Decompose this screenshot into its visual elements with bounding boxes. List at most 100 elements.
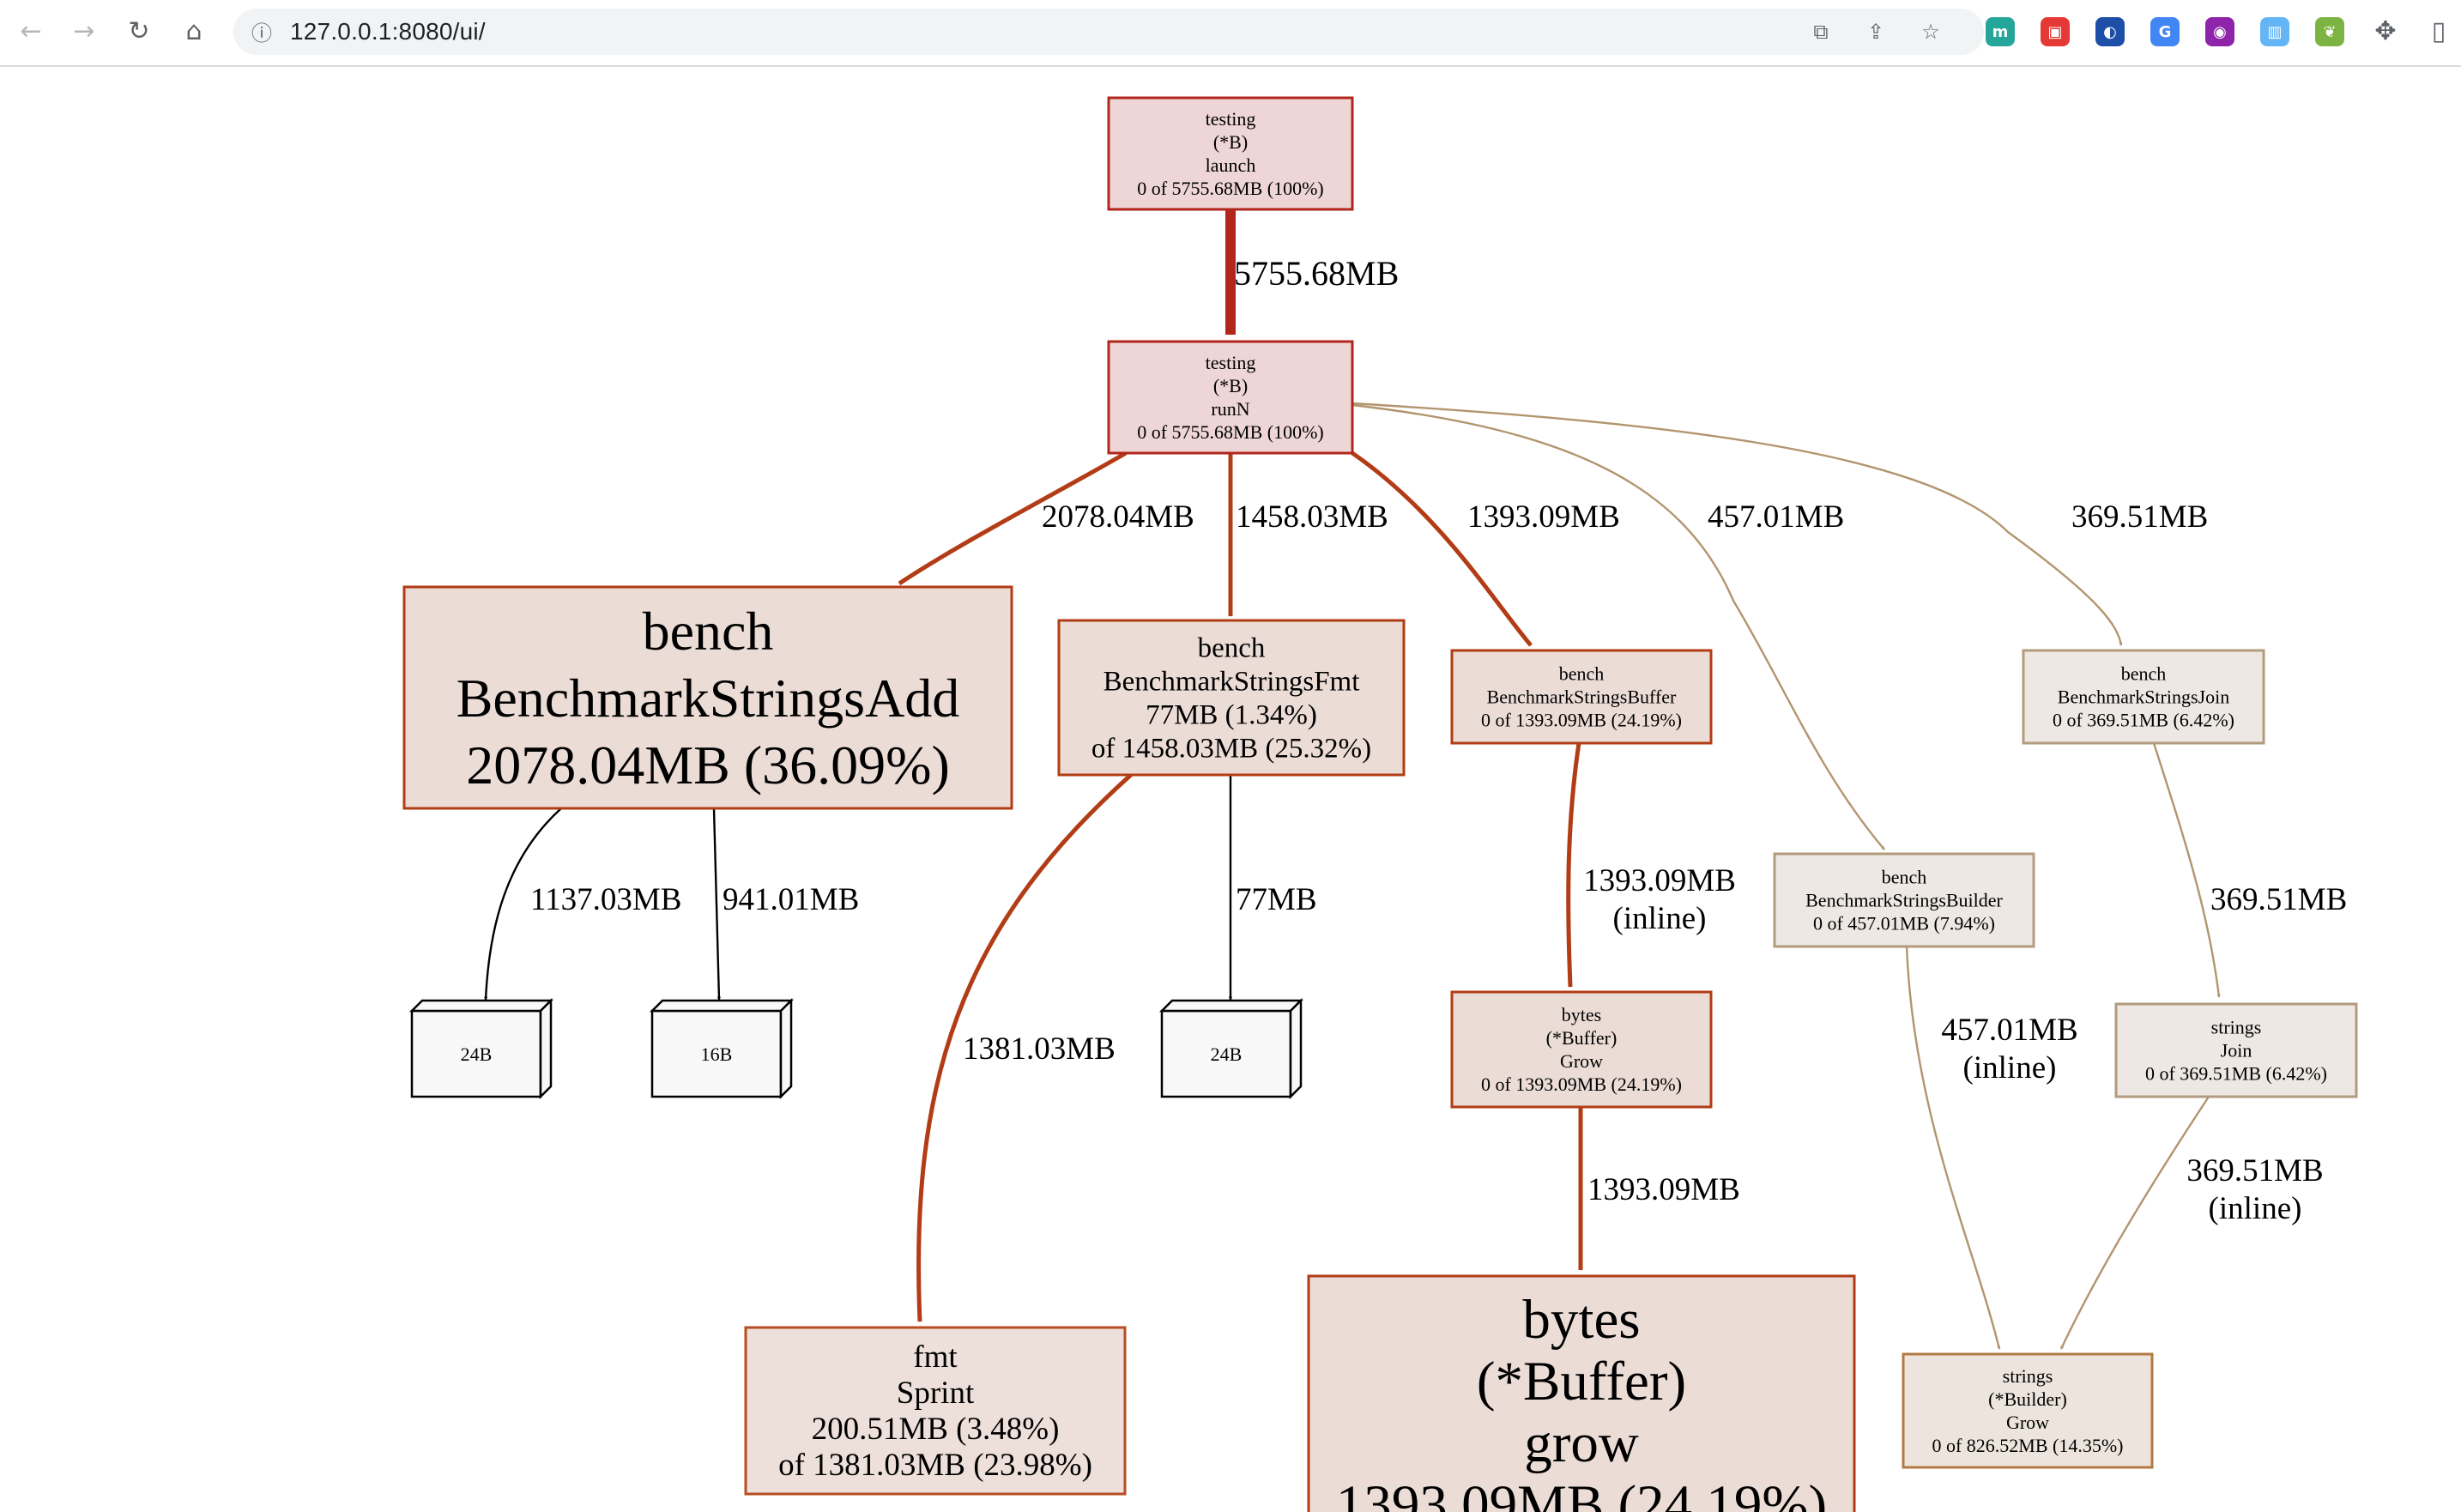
edge-fmt_24[interactable]: 77MB (1228, 775, 1317, 1001)
extension-leaf-icon[interactable]: ❦ (2315, 17, 2344, 46)
node-fn: Sprint (897, 1376, 975, 1411)
node-value: 0 of 1393.09MB (24.19%) (1481, 1074, 1682, 1095)
node-box (2114, 1002, 2358, 1098)
home-button[interactable]: ⌂ (175, 12, 213, 50)
node-fn: grow (1524, 1412, 1639, 1474)
extension-color-icon[interactable]: ◉ (2205, 17, 2234, 46)
side-panel-button[interactable]: ▯ (2420, 12, 2458, 50)
node-box (2022, 649, 2265, 745)
box-side (1289, 997, 1303, 1100)
edge-line (712, 807, 722, 1001)
box-label: 16B (701, 1043, 733, 1065)
edge-fmt_sprint[interactable]: 1381.03MB (916, 773, 1133, 1322)
node-value: 0 of 1393.09MB (24.19%) (1481, 710, 1682, 731)
edge-label: 457.01MB (1941, 1013, 2077, 1048)
node-pkg: bytes (1562, 1004, 1601, 1025)
edge-label: 1393.09MB (1583, 863, 1736, 898)
node-box (1902, 1352, 2154, 1469)
star-icon[interactable]: ☆ (1921, 20, 1940, 44)
edge-runN_fmt[interactable]: 1458.03MB (1228, 453, 1388, 617)
node-pkg: testing (1206, 108, 1256, 130)
edge-runN_add[interactable]: 2078.04MB (898, 451, 1194, 586)
edge-label: 1393.09MB (1587, 1172, 1740, 1207)
leaf-box-b16[interactable]: 16B (649, 997, 795, 1100)
extension-translate-icon[interactable]: G (2150, 17, 2180, 46)
box-top (408, 999, 554, 1013)
extension-m-icon[interactable]: m (1986, 17, 2015, 46)
edge-runN_join[interactable]: 369.51MB (1351, 402, 2208, 646)
leaf-box-b24b[interactable]: 24B (1158, 997, 1304, 1100)
edge-buffer_grow[interactable]: 1393.09MB(inline) (1566, 742, 1736, 988)
url-text[interactable]: 127.0.0.1:8080/ui/ (290, 18, 486, 45)
box-top (649, 999, 795, 1013)
edge-runN_builder[interactable]: 457.01MB (1351, 403, 1885, 850)
node-pkg: strings (2211, 1017, 2262, 1038)
node-value: 0 of 457.01MB (7.94%) (1813, 913, 1995, 934)
node-fn: BenchmarkStringsAdd (457, 668, 960, 729)
edge-join_sjoin[interactable]: 369.51MB (2152, 742, 2347, 998)
box-front (1160, 1009, 1292, 1098)
edge-sjoin_sbgrow[interactable]: 369.51MB(inline) (2059, 1096, 2324, 1350)
edge-grow_lc[interactable]: 1393.09MB (1578, 1107, 1740, 1271)
share-icon[interactable]: ⇪ (1866, 20, 1885, 44)
edge-builder_sbgrow[interactable]: 457.01MB(inline) (1905, 946, 2078, 1350)
edge-runN_buffer[interactable]: 1393.09MB (1351, 451, 1620, 647)
home-icon: ⌂ (185, 15, 203, 46)
leaf-box-b24a[interactable]: 24B (408, 997, 554, 1100)
edge-add_24[interactable]: 1137.03MB (484, 807, 681, 1001)
node-fn: Grow (1560, 1050, 1603, 1072)
arrow-left-icon: ← (20, 15, 42, 46)
translate-icon[interactable]: ⧉ (1813, 20, 1829, 44)
node-box (1307, 1274, 1856, 1512)
node-fn: runN (1211, 398, 1249, 420)
address-bar[interactable]: ⓘ 127.0.0.1:8080/ui/ ⧉ ⇪ ☆ (233, 9, 1984, 55)
forward-button[interactable]: → (65, 12, 103, 50)
node-box (744, 1326, 1127, 1496)
edge-add_16[interactable]: 941.01MB (712, 807, 859, 1001)
edge-line (1351, 451, 1533, 647)
node-pkg: bench (1198, 632, 1266, 663)
extension-circle-icon[interactable]: ◐ (2095, 17, 2125, 46)
edge-launch_runN[interactable]: 5755.68MB (1225, 209, 1399, 336)
node-pkg: fmt (913, 1340, 958, 1375)
edge-label: 1458.03MB (1236, 499, 1388, 535)
node-fn: BenchmarkStringsBuilder (1805, 890, 2003, 911)
edge-label: 369.51MB (2186, 1153, 2323, 1188)
node-box (1773, 852, 2035, 948)
node-pkg: testing (1206, 352, 1256, 373)
info-icon[interactable]: ⓘ (251, 21, 272, 45)
node-value: 0 of 369.51MB (6.42%) (2145, 1063, 2327, 1085)
extension-cup-icon[interactable]: ▥ (2260, 17, 2289, 46)
extensions-button[interactable]: ✥ (2367, 12, 2404, 50)
back-button[interactable]: ← (12, 12, 50, 50)
node-box (402, 585, 1013, 810)
node-box (1107, 340, 1354, 455)
node-total: of 1381.03MB (23.98%) (778, 1448, 1092, 1483)
node-value: 200.51MB (3.48%) (812, 1412, 1060, 1447)
extension-cube-icon[interactable]: ▣ (2041, 17, 2070, 46)
edge-note: (inline) (1613, 901, 1707, 936)
node-recv: (*B) (1213, 375, 1248, 396)
box-label: 24B (1211, 1043, 1243, 1065)
node-value: 2078.04MB (36.09%) (466, 735, 950, 795)
reload-button[interactable]: ↻ (120, 12, 158, 50)
node-box (1450, 649, 1713, 745)
edge-label: 1393.09MB (1467, 499, 1620, 535)
edge-line (484, 807, 562, 1001)
node-fn: Grow (2006, 1412, 2049, 1433)
edge-label: 1381.03MB (963, 1031, 1116, 1067)
